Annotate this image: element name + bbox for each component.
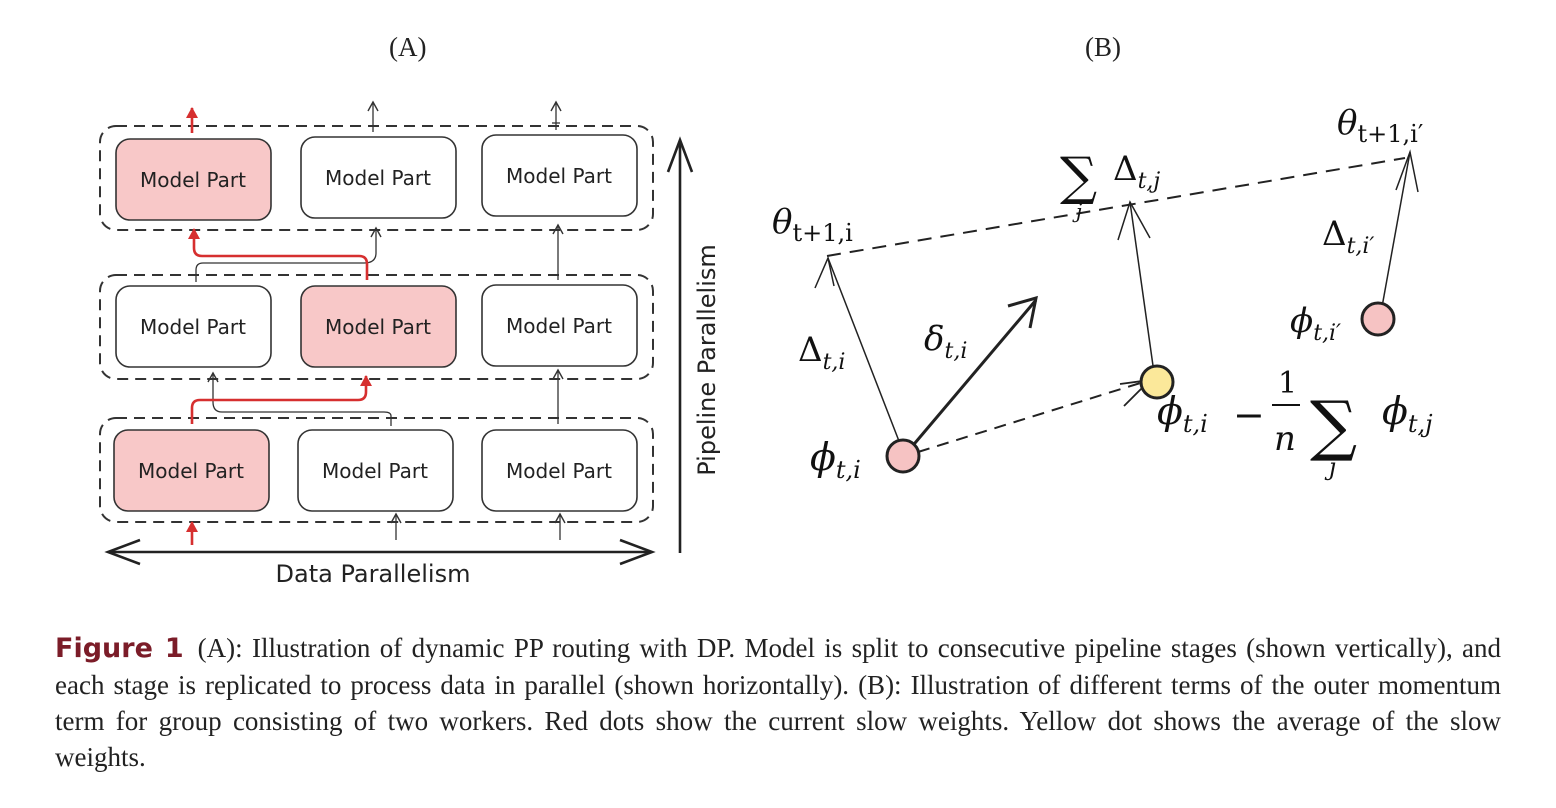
svg-text:Δt,j: Δt,j — [1113, 149, 1160, 194]
small-delta-label: δt,i — [924, 319, 967, 364]
inactive-routes — [195, 100, 566, 540]
svg-text:j: j — [1072, 199, 1082, 223]
svg-text:∑: ∑ — [1310, 387, 1357, 464]
delta-ip-label: Δt,i′ — [1322, 214, 1374, 259]
to-average-arrow — [917, 379, 1151, 453]
model-part-label: Model Part — [506, 164, 612, 188]
model-part-label: Model Part — [140, 168, 246, 192]
delta-sum-arrow — [1129, 201, 1156, 381]
slow-weight-dot-i — [885, 438, 921, 474]
model-part-label: Model Part — [322, 459, 428, 483]
phi-ip-label: ϕt,i′ — [1290, 301, 1341, 346]
model-part-bottom-2: Model Part — [297, 429, 454, 512]
figure-label: Figure 1 — [55, 633, 184, 664]
model-part-bottom-1: Model Part — [113, 429, 270, 512]
model-part-middle-2: Model Part — [300, 285, 457, 368]
pipeline-parallelism-axis — [666, 136, 694, 553]
small-delta-arrow — [902, 299, 1038, 457]
slow-weight-dot-ip — [1360, 301, 1396, 337]
model-part-label: Model Part — [325, 315, 431, 339]
model-part-label: Model Part — [138, 459, 244, 483]
delta-ip-arrow — [1379, 151, 1411, 319]
model-part-top-1: Model Part — [115, 138, 272, 221]
panel-a-label: (A) — [389, 32, 427, 62]
model-part-label: Model Part — [506, 459, 612, 483]
svg-text:−: − — [1233, 393, 1265, 437]
model-part-top-2: Model Part — [300, 136, 457, 219]
sum-delta-label: ∑ Δt,j j — [1060, 147, 1160, 223]
svg-text:ϕt,j: ϕt,j — [1382, 389, 1433, 438]
delta-i-label: Δt,i — [798, 330, 845, 375]
data-parallelism-axis — [104, 538, 656, 566]
model-part-label: Model Part — [506, 314, 612, 338]
model-part-middle-1: Model Part — [115, 285, 272, 368]
panel-b-diagram: θt+1,i θt+1,i′ ∑ Δt,j j Δt,i Δt,i′ δt,i … — [772, 103, 1433, 484]
figure-caption: Figure 1(A): Illustration of dynamic PP … — [55, 630, 1501, 775]
updated-weights-line — [826, 157, 1406, 257]
model-part-middle-3: Model Part — [481, 284, 638, 367]
average-weight-dot — [1139, 364, 1175, 400]
svg-text:n: n — [1274, 419, 1296, 459]
model-part-bottom-3: Model Part — [481, 429, 638, 512]
x-axis-label: Data Parallelism — [276, 560, 471, 588]
stage-group-bottom — [99, 417, 654, 523]
svg-text:1: 1 — [1278, 366, 1297, 401]
model-part-top-3: Model Part — [481, 134, 638, 217]
svg-text:∑: ∑ — [1060, 147, 1097, 207]
delta-i-arrow — [827, 257, 905, 455]
active-route — [186, 107, 372, 545]
theta-i-label: θt+1,i — [772, 202, 853, 247]
stage-group-middle — [99, 274, 654, 380]
y-axis-label: Pipeline Parallelism — [693, 244, 721, 476]
model-part-label: Model Part — [140, 315, 246, 339]
caption-text: (A): Illustration of dynamic PP routing … — [55, 633, 1501, 772]
svg-text:ϕt,i: ϕt,i — [1157, 389, 1208, 438]
phi-i-label: ϕt,i — [810, 435, 861, 484]
panel-a-diagram: Model Part Model Part Model Part Model P… — [99, 100, 721, 588]
average-weight-formula: ϕt,i − 1 n ∑ j ϕt,j — [1157, 366, 1433, 481]
model-part-label: Model Part — [325, 166, 431, 190]
theta-ip-label: θt+1,i′ — [1337, 103, 1423, 148]
panel-b-label: (B) — [1085, 32, 1121, 62]
